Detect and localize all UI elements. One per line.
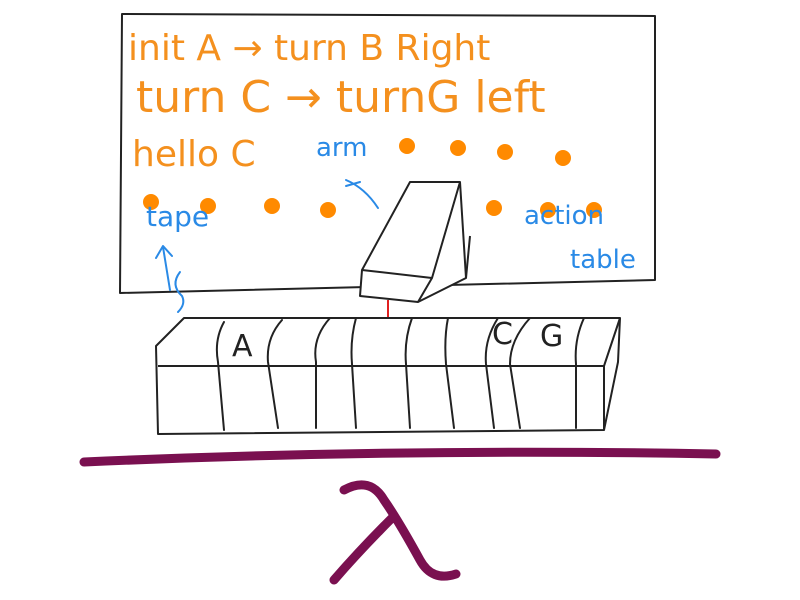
board-dot	[555, 150, 571, 166]
tape-symbol-a: A	[232, 329, 253, 364]
board-dot	[399, 138, 415, 154]
tape-label: tape	[146, 200, 209, 233]
board-dot	[320, 202, 336, 218]
board-dot	[450, 140, 466, 156]
tape-pointer-tail	[174, 271, 185, 313]
board-dots	[143, 138, 602, 218]
table-label: table	[570, 245, 636, 275]
tape-pointer-arrow	[155, 245, 173, 291]
board-dot	[486, 200, 502, 216]
lambda-symbol	[329, 480, 461, 585]
tape-symbol-g: G	[540, 319, 563, 354]
board-dot	[497, 144, 513, 160]
board-line-1: init A → turn B Right	[128, 28, 490, 69]
action-label: action	[524, 201, 604, 231]
tape-box-top-edge	[158, 317, 621, 430]
board-dot	[143, 194, 159, 210]
board-dot	[540, 202, 556, 218]
board-line-2: turn C → turnG left	[136, 72, 546, 123]
arm-pointer-arrow	[345, 179, 379, 209]
machine-head	[359, 181, 467, 303]
machine-head-side-lines	[361, 181, 471, 303]
arm-label: arm	[316, 133, 368, 163]
tape-box	[155, 317, 621, 435]
base-line	[79, 447, 721, 467]
board-line-3: hello C	[132, 134, 256, 175]
tape-symbol-c: C	[492, 317, 513, 352]
board-dot	[264, 198, 280, 214]
board-dot	[200, 198, 216, 214]
action-table-board	[119, 13, 656, 294]
tape-cell-dividers	[215, 317, 585, 431]
board-dot	[586, 202, 602, 218]
